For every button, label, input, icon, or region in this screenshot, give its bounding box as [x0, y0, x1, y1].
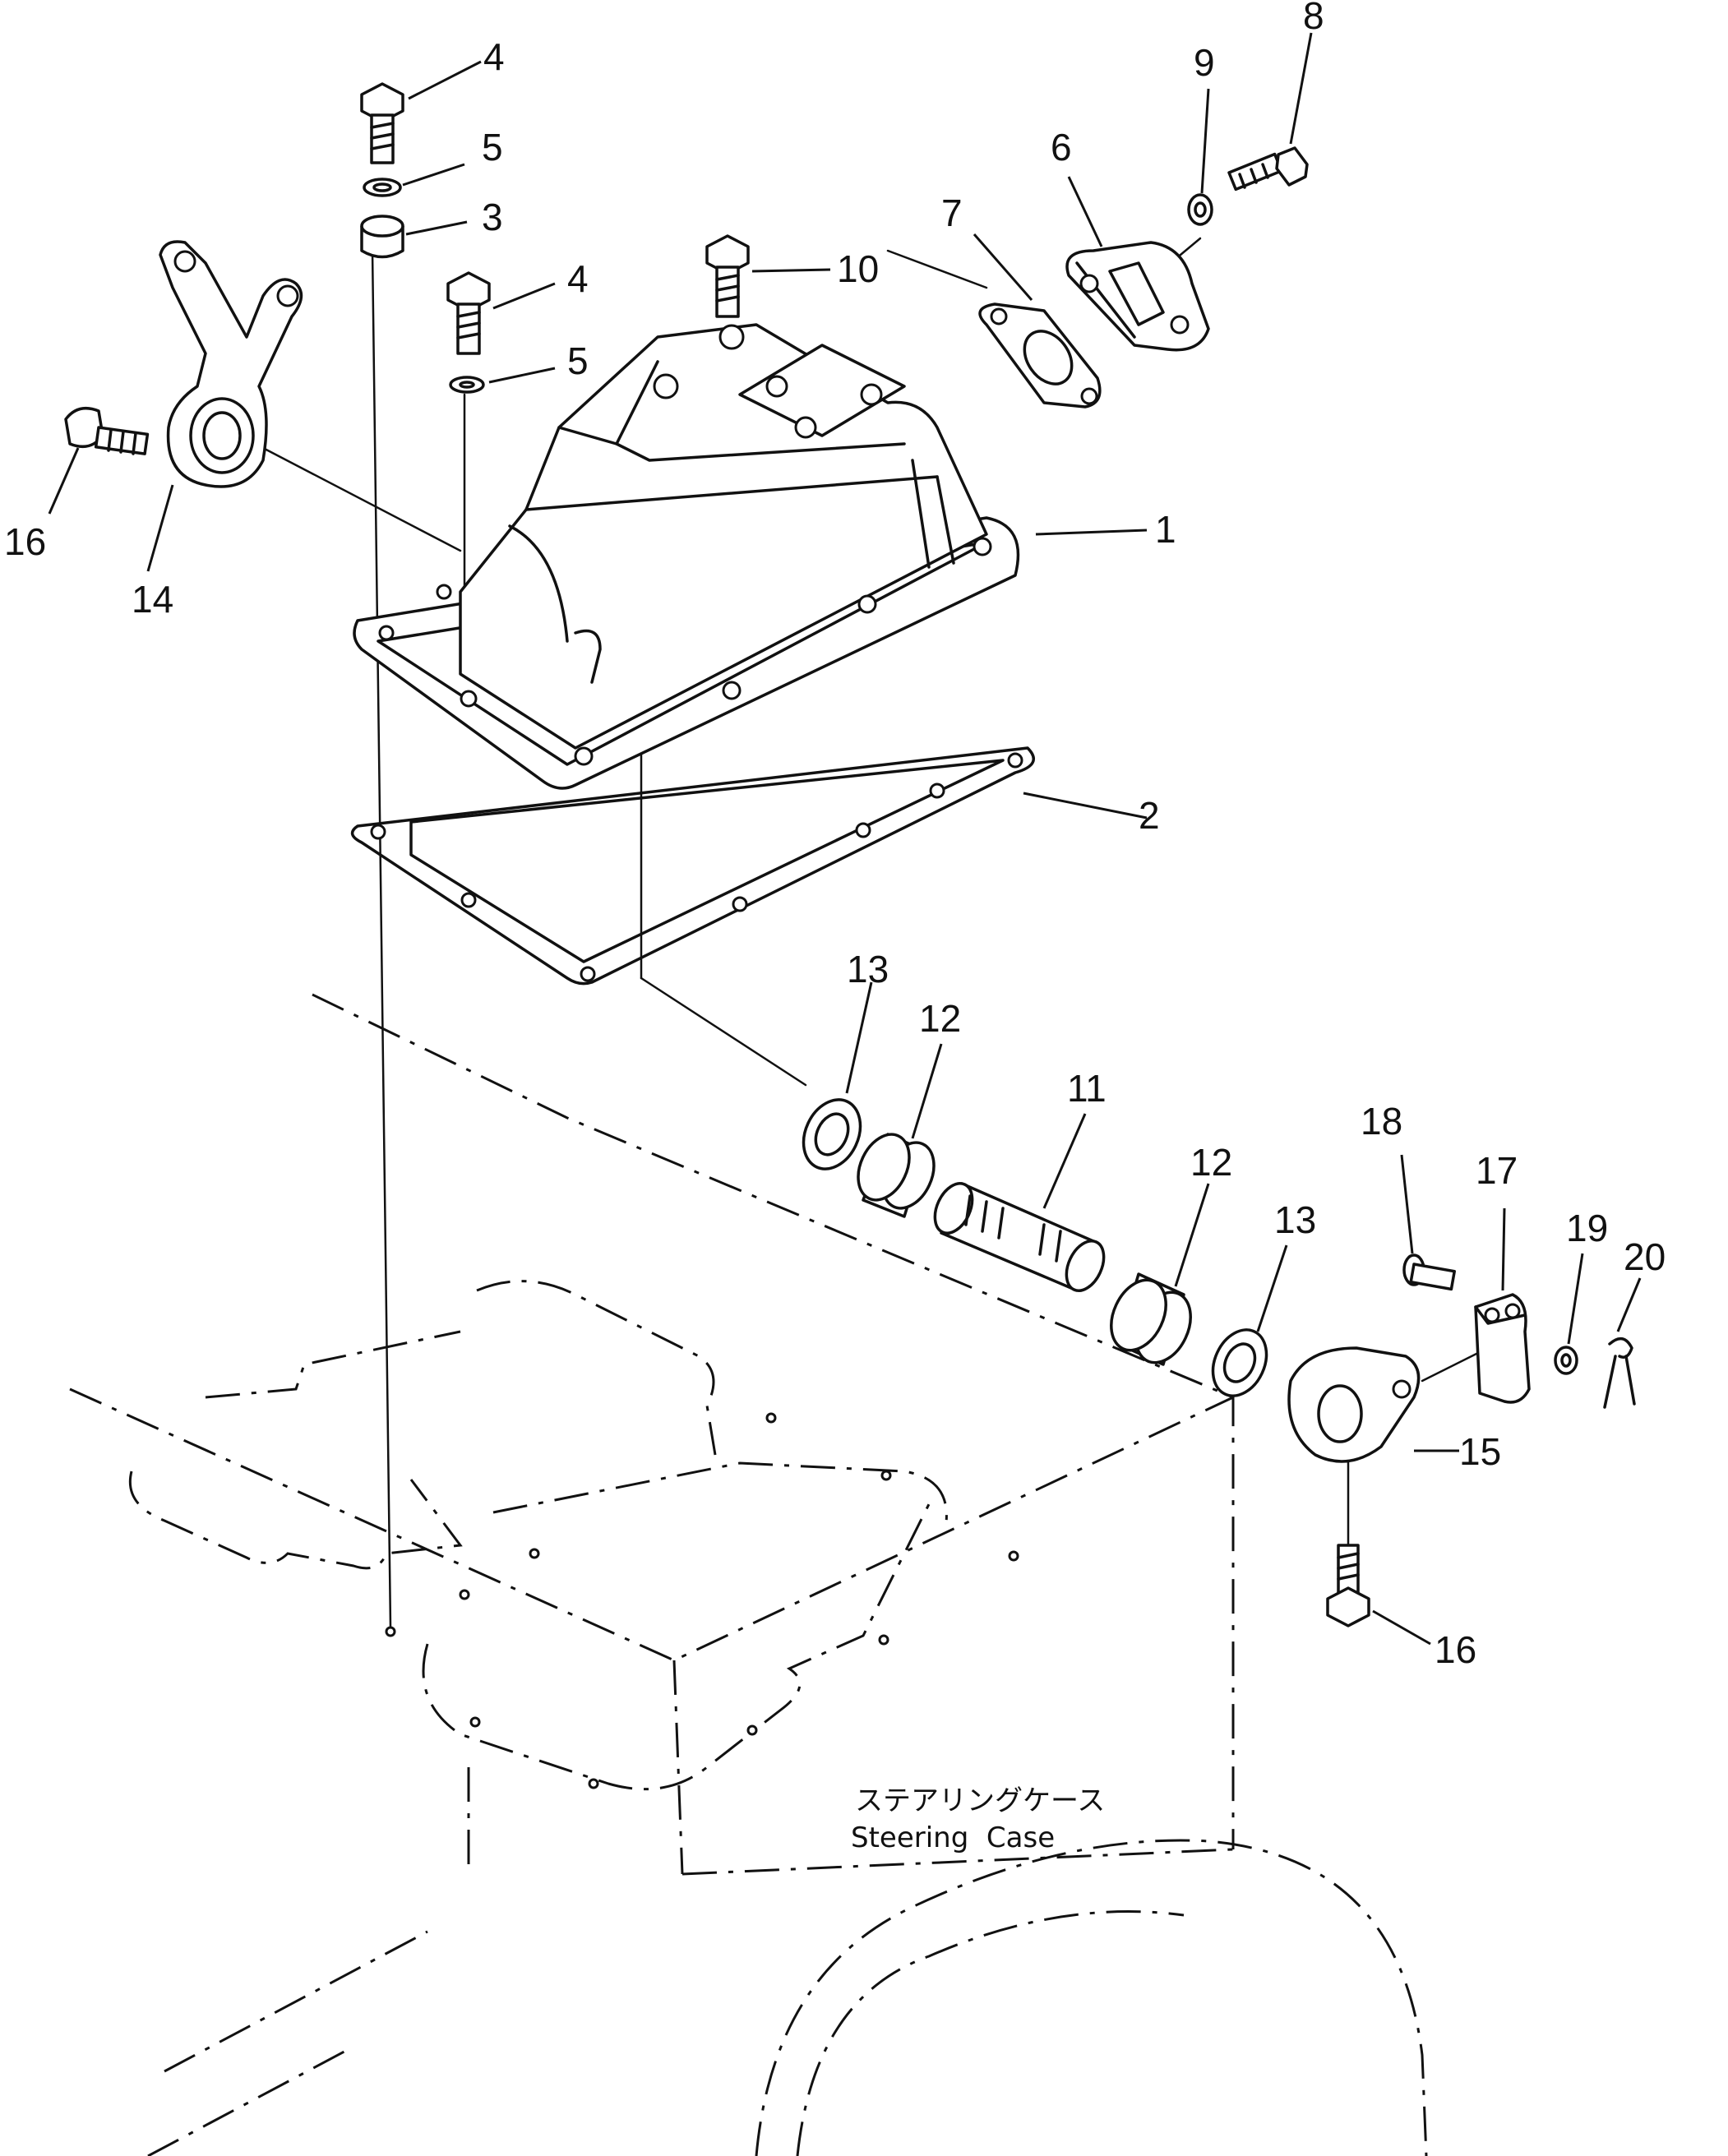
callout-9: 9	[1194, 41, 1215, 84]
callout-16-right: 16	[1435, 1628, 1476, 1671]
callout-3: 3	[482, 196, 503, 238]
callout-18: 18	[1361, 1100, 1402, 1143]
cover-part-1	[353, 323, 1020, 790]
callout-6: 6	[1051, 126, 1072, 169]
shaft-part-11	[933, 1182, 1106, 1292]
lever-part-15	[1287, 1346, 1421, 1463]
bolt-part-10	[705, 234, 750, 318]
callout-8: 8	[1303, 0, 1324, 37]
gasket-part-7	[978, 302, 1102, 409]
callout-5-lower: 5	[567, 339, 589, 382]
caption-japanese: ステアリングケース	[855, 1784, 1105, 1817]
callout-5-upper: 5	[482, 126, 503, 169]
leader-lines	[48, 32, 1642, 1646]
callout-15: 15	[1459, 1430, 1501, 1473]
bolt-part-4-upper	[360, 82, 404, 164]
cotter-pin-part-20	[1603, 1337, 1636, 1409]
link-part-17	[1474, 1293, 1531, 1404]
callout-11: 11	[1067, 1067, 1107, 1110]
washer-part-5-upper	[363, 178, 402, 197]
callout-12-left: 12	[919, 997, 961, 1040]
callout-12-right: 12	[1190, 1141, 1232, 1184]
steering-case-outline	[69, 993, 1235, 2156]
washer-part-5-lower	[449, 376, 485, 394]
callout-14: 14	[132, 578, 173, 621]
callout-13-right: 13	[1274, 1198, 1316, 1241]
bolt-part-16-left	[64, 406, 150, 455]
bushing-part-12-left	[857, 1133, 936, 1218]
callout-2: 2	[1139, 794, 1160, 837]
bolt-part-8	[1227, 146, 1309, 192]
washer-part-19	[1554, 1346, 1578, 1375]
pin-part-18	[1402, 1253, 1456, 1291]
bearing-part-13-right	[1211, 1328, 1268, 1397]
callout-13-left: 13	[847, 948, 889, 990]
washer-part-9	[1187, 193, 1213, 226]
bearing-part-13-left	[802, 1098, 862, 1170]
callout-10: 10	[837, 247, 879, 290]
lever-part-14	[159, 240, 303, 488]
callout-19: 19	[1566, 1207, 1608, 1249]
steering-case-caption: ステアリングケース Steering Case	[851, 1784, 1105, 1854]
bolt-part-4-lower	[446, 271, 491, 355]
gasket-part-2	[350, 746, 1035, 986]
callout-4-lower: 4	[567, 257, 589, 300]
callout-16-left: 16	[4, 520, 46, 563]
phantom-housing	[755, 1839, 1428, 2156]
callout-4-upper: 4	[483, 35, 505, 78]
flange-part-6	[1065, 241, 1210, 352]
callout-20: 20	[1624, 1235, 1666, 1278]
callout-17: 17	[1476, 1149, 1518, 1192]
bolt-part-16-right	[1326, 1544, 1370, 1627]
spacer-part-3	[360, 215, 404, 259]
callout-7: 7	[941, 192, 963, 234]
caption-english: Steering Case	[851, 1821, 1055, 1854]
bushing-part-12-right	[1110, 1272, 1192, 1366]
callout-1: 1	[1155, 508, 1176, 551]
callout-labels: 4 5 3 4 5 10 1 2 7 6 9 8 14 16 13 12 11 …	[4, 0, 1666, 1671]
